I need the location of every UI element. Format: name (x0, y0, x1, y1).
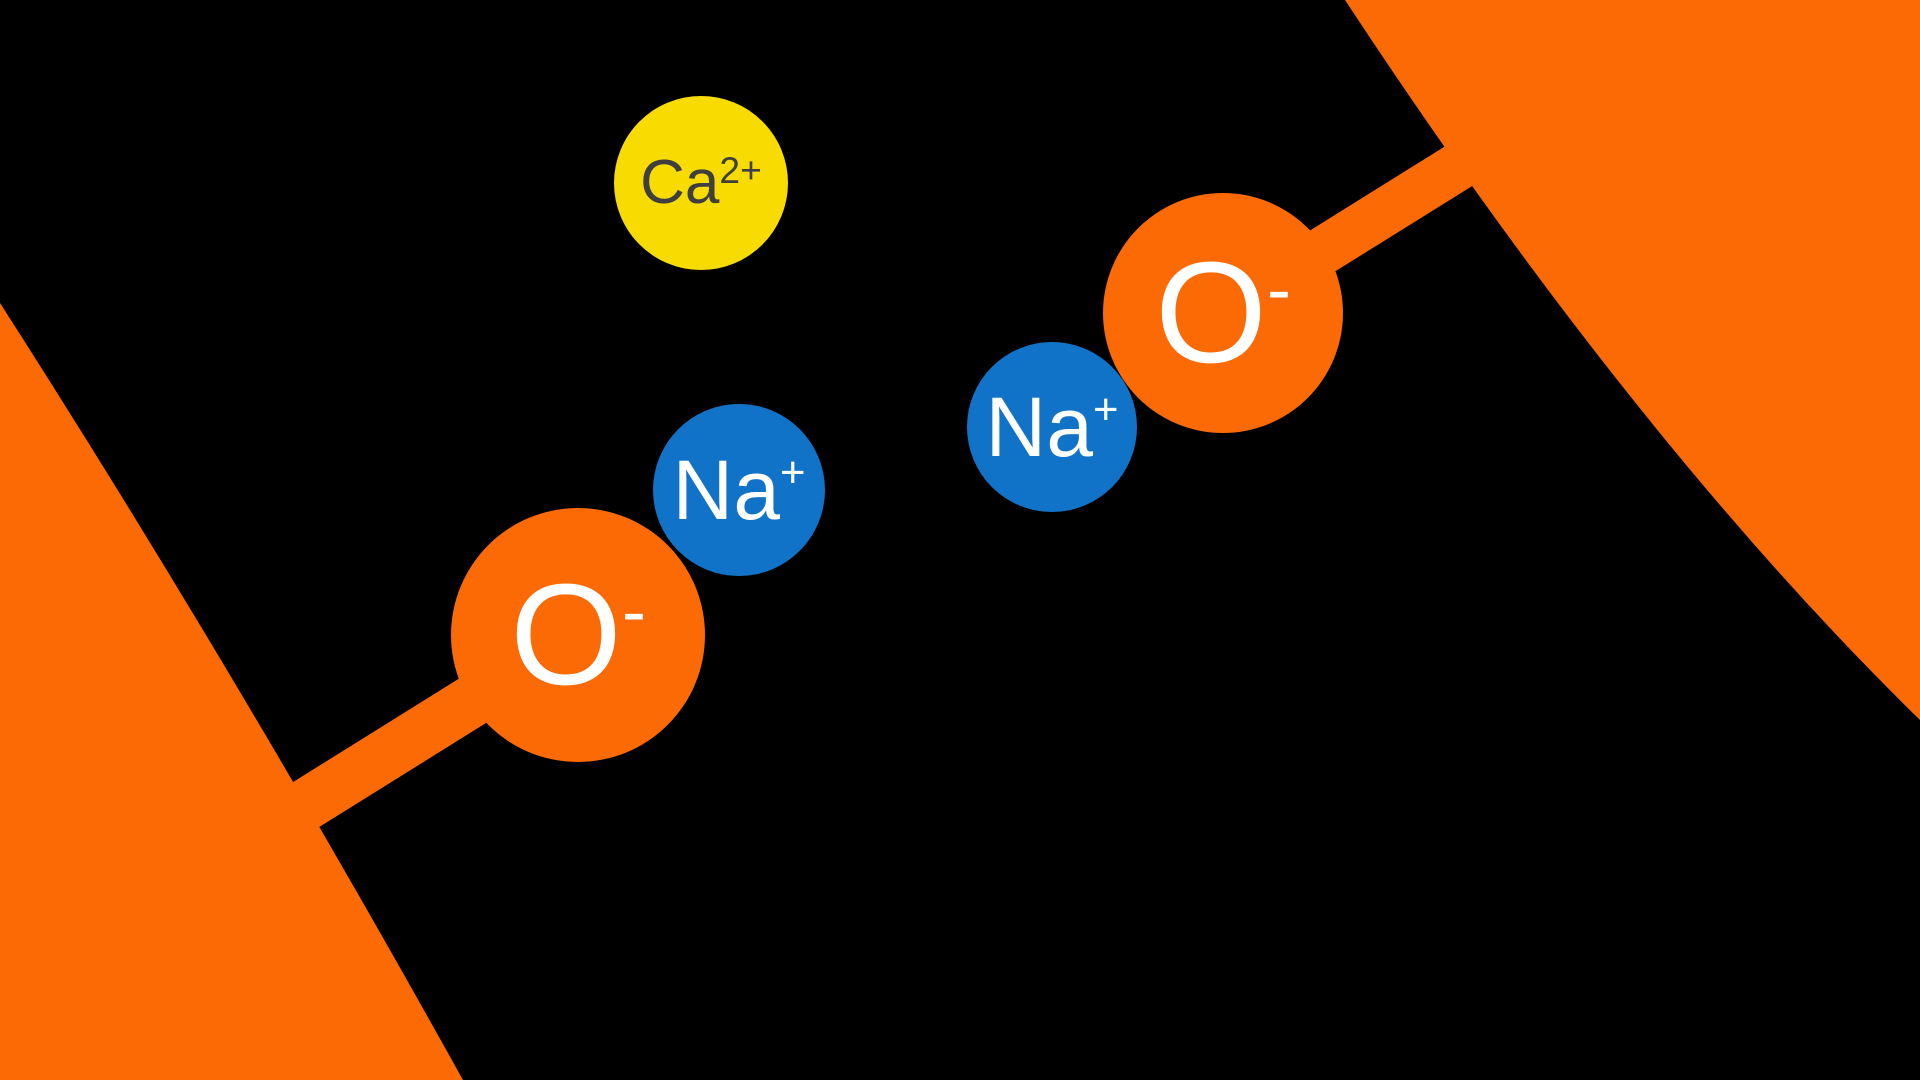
calcium-ion-label: Ca2+ (640, 148, 762, 214)
calcium-charge: 2+ (719, 148, 762, 191)
oxygen-site-right: O- (1103, 193, 1343, 433)
sodium-ion-right-label: Na+ (986, 385, 1119, 469)
sodium-ion-right: Na+ (967, 342, 1137, 512)
sodium-ion-left-label: Na+ (673, 448, 806, 532)
oxygen-site-right-label: O- (1155, 241, 1291, 385)
oxygen-right-symbol: O (1155, 232, 1268, 393)
sodium-left-symbol: Na (672, 443, 780, 537)
oxygen-site-left-label: O- (510, 563, 646, 707)
sodium-right-charge: + (1092, 385, 1119, 435)
resin-strand-top-right (1345, 0, 1920, 720)
calcium-symbol: Ca (640, 148, 720, 217)
oxygen-left-charge: - (622, 571, 646, 652)
sodium-right-symbol: Na (985, 380, 1093, 474)
oxygen-right-charge: - (1267, 249, 1291, 330)
sodium-left-charge: + (779, 448, 806, 498)
calcium-ion: Ca2+ (614, 96, 788, 270)
oxygen-site-left: O- (451, 508, 705, 762)
sodium-ion-left: Na+ (653, 404, 825, 576)
oxygen-left-symbol: O (510, 554, 623, 715)
resin-strand-bottom-left (0, 303, 463, 1080)
